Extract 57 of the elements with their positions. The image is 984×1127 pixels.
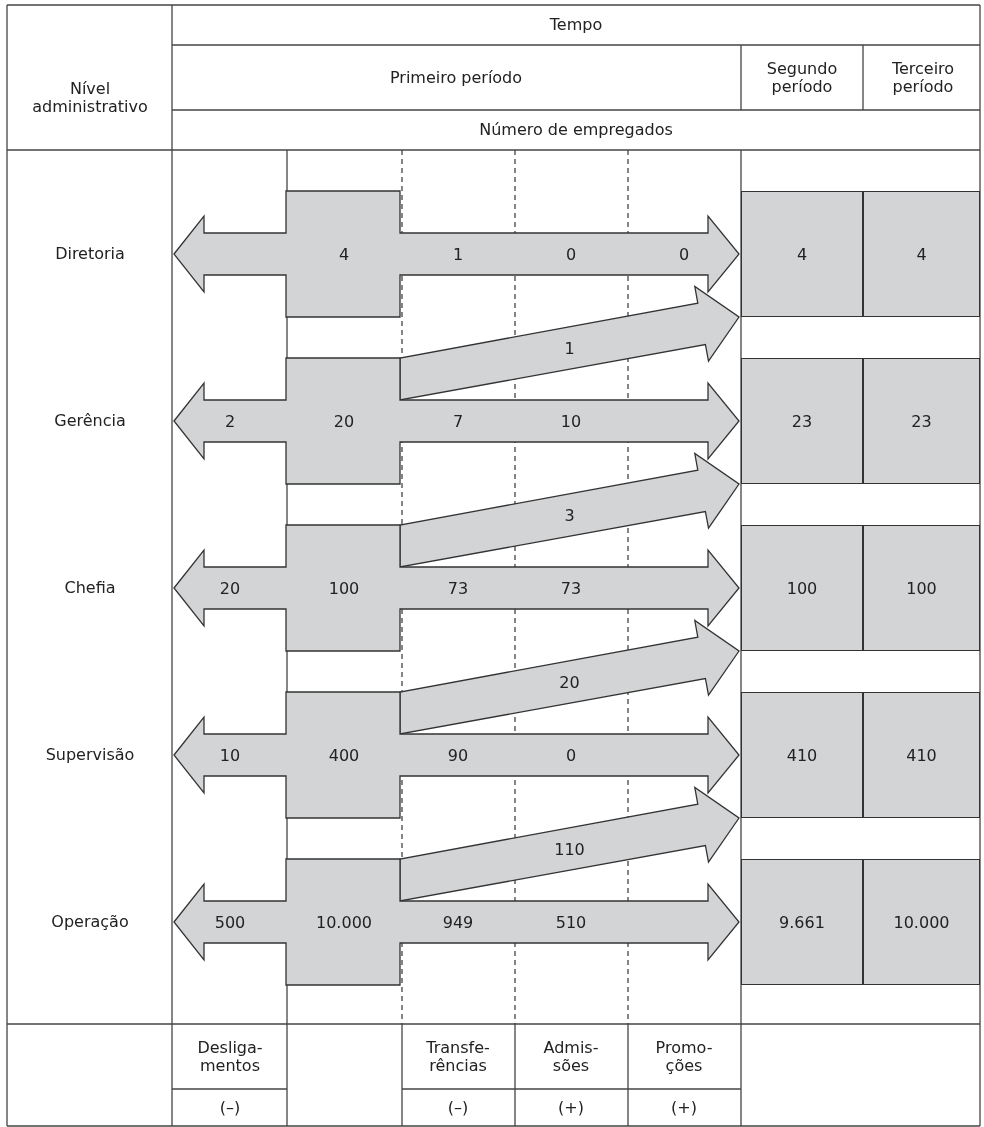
row-header: Supervisão: [44, 745, 136, 765]
count-box: 9.661: [741, 859, 863, 985]
edge-label: 1: [564, 339, 575, 358]
edge-label: 20: [559, 673, 580, 692]
row-header: Operação: [50, 912, 130, 932]
value-label: 949: [442, 912, 474, 932]
value-label: 4: [338, 244, 350, 264]
sign-label: (–): [218, 1098, 242, 1118]
row-header: Gerência: [53, 411, 127, 431]
sign-label: (+): [557, 1098, 585, 1118]
column-header: Promo- ções: [654, 1038, 714, 1076]
block-arrow: [399, 619, 740, 735]
column-header: Número de empregados: [478, 120, 674, 140]
value-label: 100: [328, 578, 360, 598]
column-header: Primeiro período: [388, 68, 524, 88]
count-box: 4: [863, 191, 980, 317]
count-box: 100: [863, 525, 980, 651]
value-label: 73: [560, 578, 582, 598]
count-box: 410: [741, 692, 863, 818]
count-box: 10.000: [863, 859, 980, 985]
count-box: 100: [741, 525, 863, 651]
count-box: 4: [741, 191, 863, 317]
count-box: 410: [863, 692, 980, 818]
column-header: Tempo: [548, 15, 604, 35]
value-label: 0: [565, 745, 577, 765]
value-label: 73: [447, 578, 469, 598]
value-label: 20: [333, 411, 355, 431]
edge-label: 110: [554, 840, 585, 859]
value-label: 10: [219, 745, 241, 765]
sign-label: (+): [670, 1098, 698, 1118]
row-header: Chefia: [63, 578, 117, 598]
column-header: Terceiro período: [890, 59, 956, 97]
column-header: Transfe- rências: [425, 1038, 491, 1076]
value-label: 0: [678, 244, 690, 264]
row-header: Diretoria: [54, 244, 126, 264]
column-header: Segundo período: [765, 59, 839, 97]
block-arrow: [399, 452, 740, 568]
block-arrow: [399, 285, 740, 401]
column-header: Desliga- mentos: [196, 1038, 264, 1076]
value-label: 400: [328, 745, 360, 765]
value-label: 0: [565, 244, 577, 264]
value-label: 10.000: [316, 912, 372, 932]
value-label: 90: [447, 745, 469, 765]
value-label: 10: [560, 411, 582, 431]
value-label: 2: [224, 411, 236, 431]
value-label: 500: [214, 912, 246, 932]
row-header: Nível administrativo: [31, 79, 149, 117]
count-box: 23: [741, 358, 863, 484]
value-label: 20: [219, 578, 241, 598]
value-label: 510: [555, 912, 587, 932]
value-label: 7: [452, 411, 464, 431]
column-header: Admis- sões: [542, 1038, 600, 1076]
edge-label: 3: [564, 506, 575, 525]
value-label: 1: [452, 244, 464, 264]
sign-label: (–): [446, 1098, 470, 1118]
block-arrow: [399, 786, 740, 902]
count-box: 23: [863, 358, 980, 484]
